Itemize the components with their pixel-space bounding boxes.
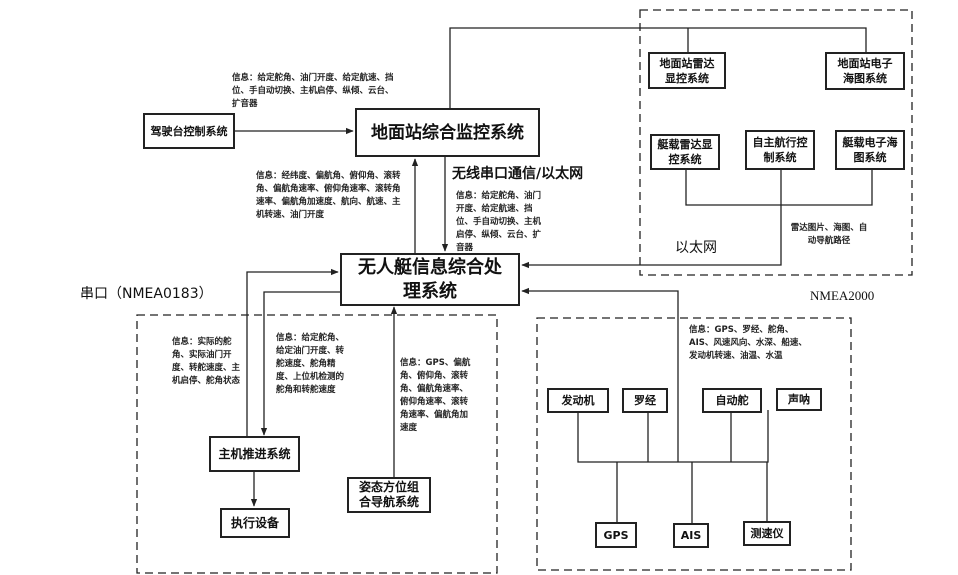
actuator-node: 执行设备 — [220, 508, 290, 538]
serial-group — [136, 314, 498, 574]
nmea-to-usv-info: 信息：GPS、罗经、舵角、AIS、风速风向、水深、船速、发动机转速、油温、水温 — [689, 325, 807, 361]
ais-node: AIS — [673, 523, 709, 548]
gps-node: GPS — [595, 522, 637, 548]
wireless-label: 无线串口通信/以太网 — [452, 166, 584, 182]
boat-radar-node: 艇载雷达显控系统 — [650, 134, 720, 170]
radar-images-info: 雷达图片、海图、自动导航路径 — [790, 223, 868, 246]
nmea2000-group — [536, 317, 852, 571]
ground-chart-node: 地面站电子海图系统 — [825, 52, 905, 90]
autonomous-nav-node: 自主航行控制系统 — [745, 130, 815, 170]
ground-to-usv-info: 信息：给定舵角、油门开度、给定航速、挡位、手自动切换、主机启停、纵倾、云台、扩音… — [456, 191, 542, 253]
nmea2000-label: NMEA2000 — [810, 288, 875, 303]
ahrs-to-usv-info: 信息：GPS、偏航角、俯仰角、滚转角、偏航角速率、俯仰角速率、滚转角速率、偏航角… — [400, 358, 471, 433]
usv-to-propulsion-info: 信息：给定舵角、给定油门开度、转舵速度、舵角精度、上位机检测的舵角和转舵速度 — [276, 333, 345, 395]
boat-chart-node: 艇载电子海图系统 — [835, 130, 905, 170]
bridge-console-node: 驾驶台控制系统 — [143, 113, 235, 149]
engine-node: 发动机 — [547, 388, 609, 413]
sonar-node: 声呐 — [776, 388, 822, 411]
serial-label: 串口（NMEA0183） — [80, 286, 213, 302]
ground-station-node: 地面站综合监控系统 — [355, 108, 540, 157]
compass-node: 罗经 — [622, 388, 668, 413]
propulsion-to-usv-info: 信息：实际的舵角、实际油门开度、转舵速度、主机启停、舵角状态 — [172, 337, 241, 386]
ethernet-label: 以太网 — [675, 240, 717, 256]
ground-radar-node: 地面站雷达显控系统 — [648, 52, 726, 89]
ahrs-node: 姿态方位组合导航系统 — [347, 477, 431, 513]
usv-to-ground-info: 信息：经纬度、偏航角、俯仰角、滚转角、偏航角速率、俯仰角速率、滚转角速率、偏航角… — [256, 171, 401, 220]
usv-processor-node: 无人艇信息综合处理系统 — [340, 253, 520, 306]
propulsion-node: 主机推进系统 — [209, 436, 300, 472]
ethernet-group — [639, 9, 913, 276]
speed-log-node: 测速仪 — [743, 521, 791, 546]
console-to-ground-info: 信息：给定舵角、油门开度、给定航速、挡位、手自动切换、主机启停、纵倾、云台、扩音… — [232, 73, 394, 109]
autopilot-node: 自动舵 — [702, 388, 762, 413]
